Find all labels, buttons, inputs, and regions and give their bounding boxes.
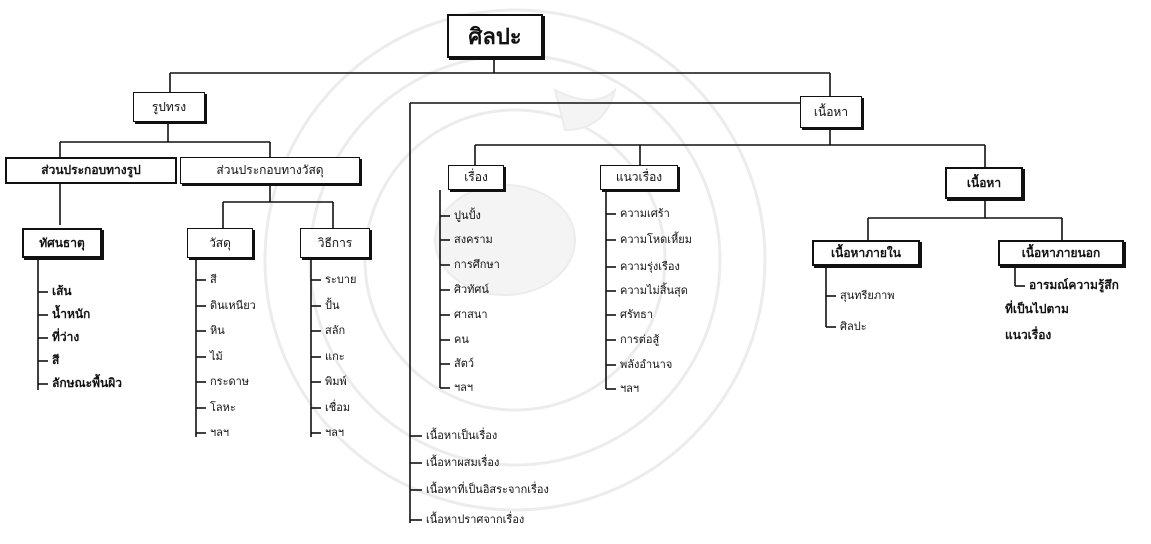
visual-component-node: ส่วนประกอบทางรูป <box>5 157 177 184</box>
inner-content-item: ศิลปะ <box>840 320 867 333</box>
outer-content-item: อารมณ์ความรู้สึก <box>1029 278 1119 292</box>
relation-item: เนื้อหาผสมเรื่อง <box>426 456 500 469</box>
relation-item: เนื้อหาที่เป็นอิสระจากเรื่อง <box>426 483 549 496</box>
theme-item: การต่อสู้ <box>620 333 660 346</box>
content-node: เนื้อหา <box>800 96 862 128</box>
theme-node: แนวเรื่อง <box>600 165 678 190</box>
story-item: ศาสนา <box>454 308 488 321</box>
theme-item: ความรุ่งเรือง <box>620 260 680 273</box>
method-item: พิมพ์ <box>325 375 347 388</box>
content-sub-node: เนื้อหา <box>945 167 1023 199</box>
material-item: โลหะ <box>210 401 236 414</box>
inner-content-node: เนื้อหาภายใน <box>812 240 920 266</box>
materials-node: วัสดุ <box>187 228 253 258</box>
relation-item: เนื้อหาปราศจากเรื่อง <box>426 513 525 526</box>
method-item: ฯลฯ <box>325 426 345 439</box>
outer-content-item: ที่เป็นไปตาม <box>1005 302 1069 316</box>
method-item: ระบาย <box>325 273 357 286</box>
story-item: สงคราม <box>454 233 493 246</box>
material-component-node: ส่วนประกอบทางวัสดุ <box>180 157 360 184</box>
story-item: ศิวทัศน์ <box>454 283 489 296</box>
story-item: สัตว์ <box>454 357 475 370</box>
story-item: ปูนปั้ง <box>454 209 481 222</box>
theme-item: ความโหดเหี้ยม <box>620 233 692 246</box>
root-node: ศิลปะ <box>447 14 543 58</box>
outer-content-item: แนวเรื่อง <box>1005 328 1052 342</box>
material-item: กระดาษ <box>210 375 250 388</box>
form-node: รูปทรง <box>133 92 205 122</box>
visual-element-node: ทัศนธาตุ <box>22 228 102 258</box>
visual-item: ที่ว่าง <box>52 330 80 344</box>
method-item: สลัก <box>325 324 346 337</box>
method-item: แกะ <box>325 350 345 363</box>
story-item: การศึกษา <box>454 258 500 271</box>
material-item: หิน <box>210 324 225 337</box>
material-item: ฯลฯ <box>210 426 230 439</box>
inner-content-item: สุนทรียภาพ <box>840 289 895 302</box>
visual-item: เส้น <box>52 284 72 298</box>
relation-item: เนื้อหาเป็นเรื่อง <box>426 429 498 442</box>
theme-item: ความไม่สิ้นสุด <box>620 284 688 297</box>
visual-item: สี <box>52 353 60 367</box>
visual-item: ลักษณะพื้นผิว <box>52 376 122 390</box>
outer-content-node: เนื้อหาภายนอก <box>998 240 1124 266</box>
theme-item: ฯลฯ <box>620 382 640 395</box>
theme-item: พลังอำนาจ <box>620 358 673 371</box>
story-node: เรื่อง <box>448 165 504 190</box>
methods-node: วิธีการ <box>300 228 370 258</box>
material-item: ไม้ <box>210 350 223 363</box>
material-item: ดินเหนียว <box>210 299 256 312</box>
method-item: เชื่อม <box>325 401 351 414</box>
theme-item: ศรัทธา <box>620 308 654 321</box>
story-item: คน <box>454 333 469 346</box>
theme-item: ความเศร้า <box>620 207 670 220</box>
method-item: ปั้น <box>325 299 340 312</box>
story-item: ฯลฯ <box>454 381 474 394</box>
visual-item: น้ำหนัก <box>52 307 91 321</box>
material-item: สี <box>210 273 217 286</box>
